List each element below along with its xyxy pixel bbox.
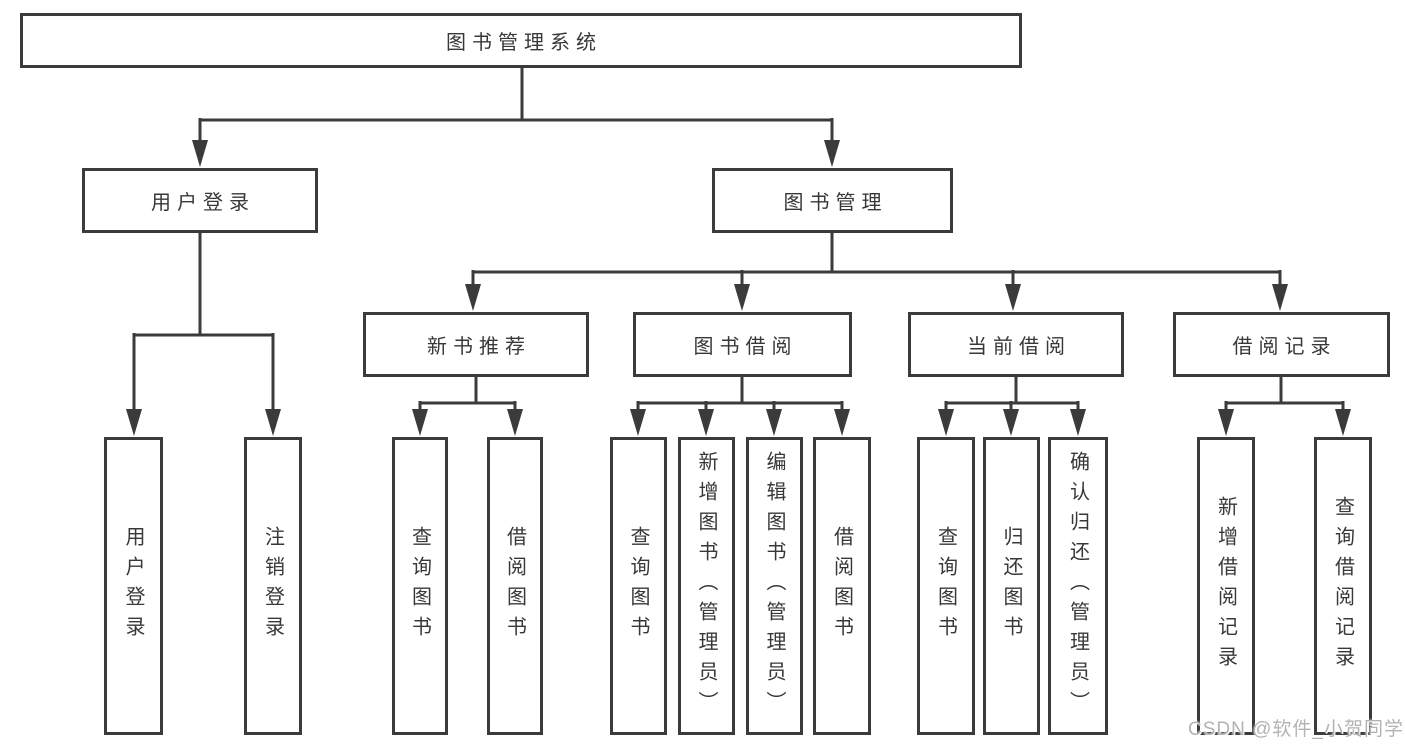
- branch-box-book-management: 图书管理: [712, 168, 953, 233]
- leaf-label: 新增借阅记录: [1214, 496, 1237, 676]
- csdn-watermark: CSDN @软件_小贺同学: [1188, 719, 1404, 740]
- leaf-box-user-login: 用户登录: [104, 437, 163, 735]
- branch-box-new-book-recommend: 新书推荐: [363, 312, 589, 377]
- leaf-box-add-borrow-record: 新增借阅记录: [1197, 437, 1255, 735]
- branch-box-user-login: 用户登录: [82, 168, 318, 233]
- leaf-box-edit-book-admin: 编辑图书（管理员）: [746, 437, 803, 735]
- leaf-label: 新增图书（管理员）: [695, 451, 717, 721]
- leaf-label: 归还图书: [1000, 526, 1022, 646]
- connector-arrowheads: [126, 140, 1351, 436]
- branch-box-borrow-record: 借阅记录: [1173, 312, 1390, 377]
- leaf-box-logout: 注销登录: [244, 437, 302, 735]
- leaf-label: 查询借阅记录: [1331, 496, 1354, 676]
- leaf-box-return-book: 归还图书: [983, 437, 1040, 735]
- connector-shafts: [132, 66, 1345, 413]
- branch-box-book-borrow: 图书借阅: [633, 312, 852, 377]
- leaf-label: 借阅图书: [503, 526, 526, 646]
- leaf-box-add-book-admin: 新增图书（管理员）: [678, 437, 735, 735]
- leaf-label: 查询图书: [934, 526, 957, 646]
- leaf-label: 用户登录: [122, 526, 144, 646]
- leaf-label: 借阅图书: [830, 526, 853, 646]
- leaf-box-query-books-borrow: 查询图书: [610, 437, 667, 735]
- leaf-label: 编辑图书（管理员）: [763, 451, 785, 721]
- leaf-label: 查询图书: [408, 526, 431, 646]
- branch-box-current-borrow: 当前借阅: [908, 312, 1124, 377]
- leaf-box-borrow-books: 借阅图书: [813, 437, 871, 735]
- leaf-box-query-borrow-record: 查询借阅记录: [1314, 437, 1372, 735]
- leaf-label: 注销登录: [261, 526, 284, 646]
- root-box-system: 图书管理系统: [20, 13, 1022, 68]
- leaf-box-borrow-books-recommend: 借阅图书: [487, 437, 543, 735]
- leaf-label: 确认归还（管理员）: [1066, 451, 1089, 721]
- leaf-box-confirm-return-admin: 确认归还（管理员）: [1048, 437, 1108, 735]
- leaf-label: 查询图书: [627, 526, 649, 646]
- leaf-box-query-books-current: 查询图书: [917, 437, 975, 735]
- leaf-box-query-books-recommend: 查询图书: [392, 437, 448, 735]
